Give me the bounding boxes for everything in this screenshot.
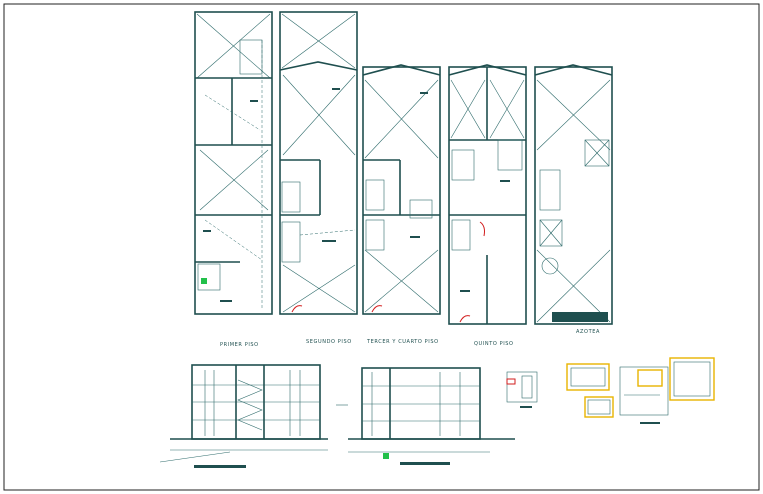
label-tercer-cuarto-piso: TERCER Y CUARTO PISO [366, 339, 439, 345]
sheet-border [3, 3, 760, 491]
label-primer-piso: PRIMER PISO [220, 342, 259, 348]
detail-drawings [506, 357, 715, 424]
label-segundo-piso: SEGUNDO PISO [306, 339, 352, 345]
plan-quinto-piso [448, 64, 527, 325]
label-quinto-piso: QUINTO PISO [474, 341, 514, 347]
plan-primer-piso [194, 11, 273, 315]
label-azotea: AZOTEA [576, 329, 600, 335]
plan-azotea [534, 64, 613, 325]
plan-tercer-cuarto-piso [362, 64, 441, 315]
plan-segundo-piso [279, 11, 358, 315]
section-elevation-2 [336, 367, 515, 465]
section-elevation-1 [159, 364, 328, 468]
